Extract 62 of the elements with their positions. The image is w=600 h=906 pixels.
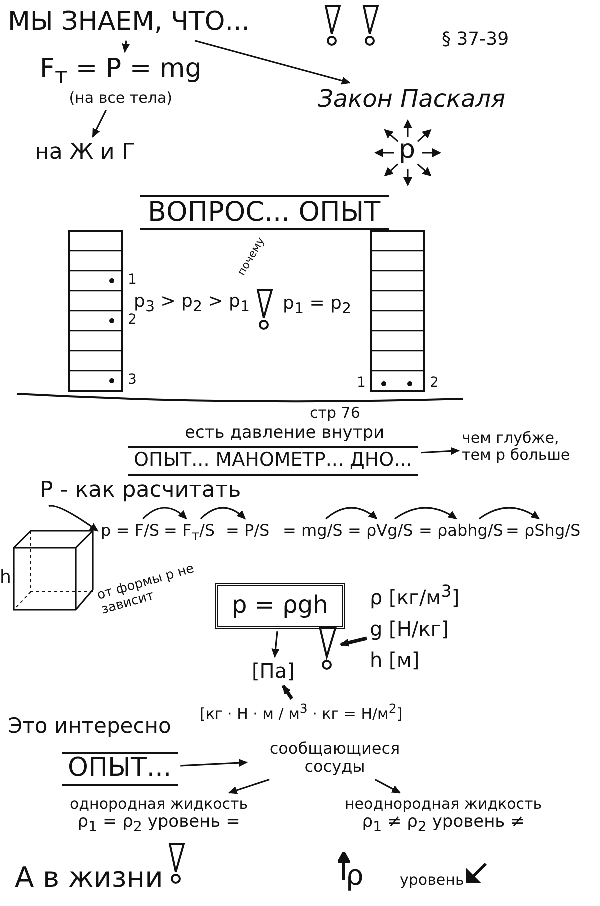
heading-text: А в жизни <box>15 862 164 894</box>
note-text: уровень <box>400 872 464 890</box>
underlined-heading: ОПЫТ... <box>62 752 178 786</box>
formula-box: p = ρgh <box>215 583 346 629</box>
arrow <box>122 40 130 53</box>
formula-text: = F$_{т}$/S <box>164 522 216 544</box>
unit-text: h [м] <box>370 648 421 672</box>
arrow <box>374 779 402 794</box>
formula-text: p$_{1}$ = p$_{2}$ <box>283 294 352 318</box>
arrow <box>421 447 460 456</box>
formula-text: = ρShg/S <box>506 522 581 540</box>
point-number: 2 <box>430 375 439 392</box>
heading-text: Закон Паскаля <box>318 86 506 114</box>
heading-text: Это интересно <box>8 714 172 738</box>
arrow <box>282 685 294 700</box>
section-ref: § 37-39 <box>442 30 510 51</box>
arrow <box>478 507 540 520</box>
formula-text: = ρVg/S <box>348 522 414 540</box>
dimension-label: h <box>0 568 12 589</box>
underlined-heading: ОПЫТ... МАНОМЕТР... ДНО... <box>128 446 418 476</box>
formula-text: = mg/S <box>283 522 343 540</box>
symbol-text: p <box>399 136 416 166</box>
formula-text: p$_{3}$ > p$_{2}$ > p$_{1}$ <box>134 292 250 316</box>
formula-text: p = F/S <box>101 522 160 540</box>
note-text: от формы p не зависит <box>96 560 198 619</box>
note-text: (на все тела) <box>68 90 174 108</box>
point-number: 1 <box>357 375 366 392</box>
exclamation-icon <box>318 625 338 671</box>
arrow <box>48 505 99 532</box>
arrow <box>92 110 107 138</box>
point-number: 1 <box>128 272 137 288</box>
formula-text: = P/S <box>226 522 270 540</box>
arrow <box>142 507 188 520</box>
formula-text: = ρabhg/S <box>419 522 504 540</box>
unit-text: g [Н/кг] <box>370 618 450 641</box>
arrow <box>272 632 280 658</box>
note-text: чем глубже, тем p больше <box>462 430 587 464</box>
formula-text: [кг · Н · м / м$^{3}$ · кг = Н/м$^{2}$] <box>200 702 403 724</box>
arrow <box>200 507 246 520</box>
arrow <box>194 40 351 85</box>
note-text: на Ж и Г <box>35 140 136 166</box>
underlined-heading: ВОПРОС... ОПЫТ <box>140 195 389 230</box>
point-number: 3 <box>128 372 137 388</box>
formula-text: ρ$_{1}$ ≠ ρ$_{2}$ уровень ≠ <box>362 813 526 836</box>
symbol-text: ρ <box>346 860 364 892</box>
unit-text: ρ [кг/м$^{3}$] <box>370 582 460 610</box>
arrow <box>326 507 378 520</box>
arrow <box>180 759 248 768</box>
note-text: однородная жидкость <box>70 796 248 814</box>
arrow <box>228 779 270 794</box>
arrow <box>340 636 368 647</box>
heading-text: МЫ ЗНАЕМ, ЧТО... <box>8 8 250 38</box>
point-number: 2 <box>128 312 137 328</box>
note-text: неоднородная жидкость <box>345 796 542 814</box>
heading-text: P - как расчитать <box>40 478 242 504</box>
note-text: сообщающиеся сосуды <box>250 740 420 777</box>
formula-text: ρ$_{1}$ = ρ$_{2}$ уровень = <box>78 813 242 836</box>
unit-text: [Па] <box>252 660 295 683</box>
formula-text: F$_{т}$ = P = mg <box>40 55 202 90</box>
arrow <box>394 507 458 520</box>
note-text: есть давление внутри <box>185 424 385 444</box>
page-ref: стр 76 <box>310 405 360 422</box>
